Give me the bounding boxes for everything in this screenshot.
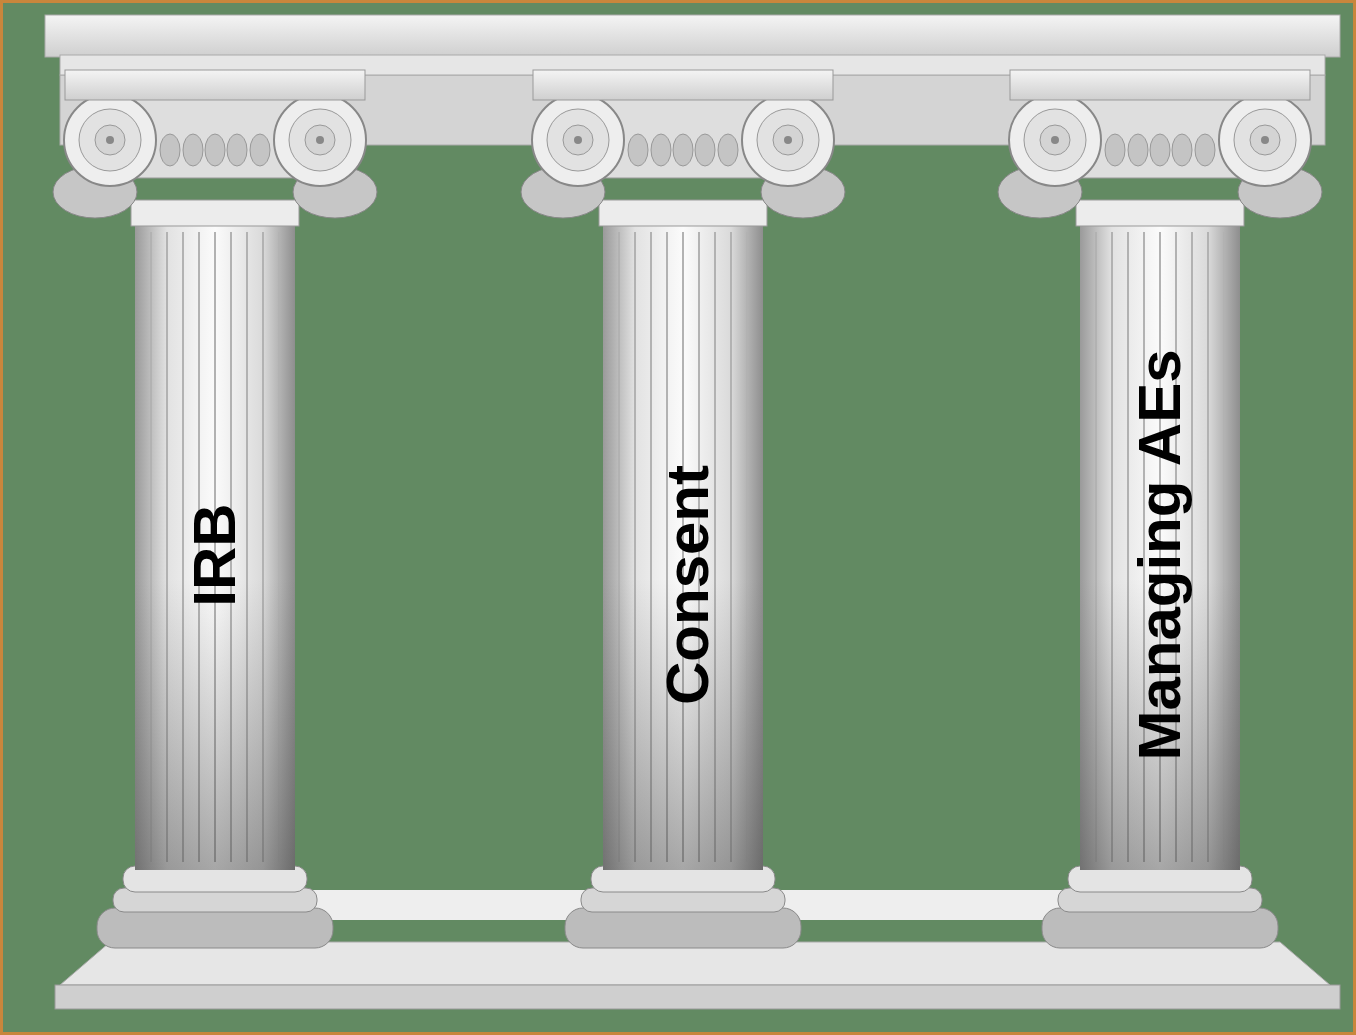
column-label: Managing AEs	[1130, 349, 1190, 760]
column-label: Consent	[658, 465, 718, 705]
stylobate	[55, 985, 1340, 1009]
cornice	[45, 15, 1340, 57]
column-label: IRB	[185, 503, 245, 606]
ionic-column	[53, 70, 377, 948]
ionic-column	[521, 70, 845, 948]
ionic-column	[998, 70, 1322, 948]
